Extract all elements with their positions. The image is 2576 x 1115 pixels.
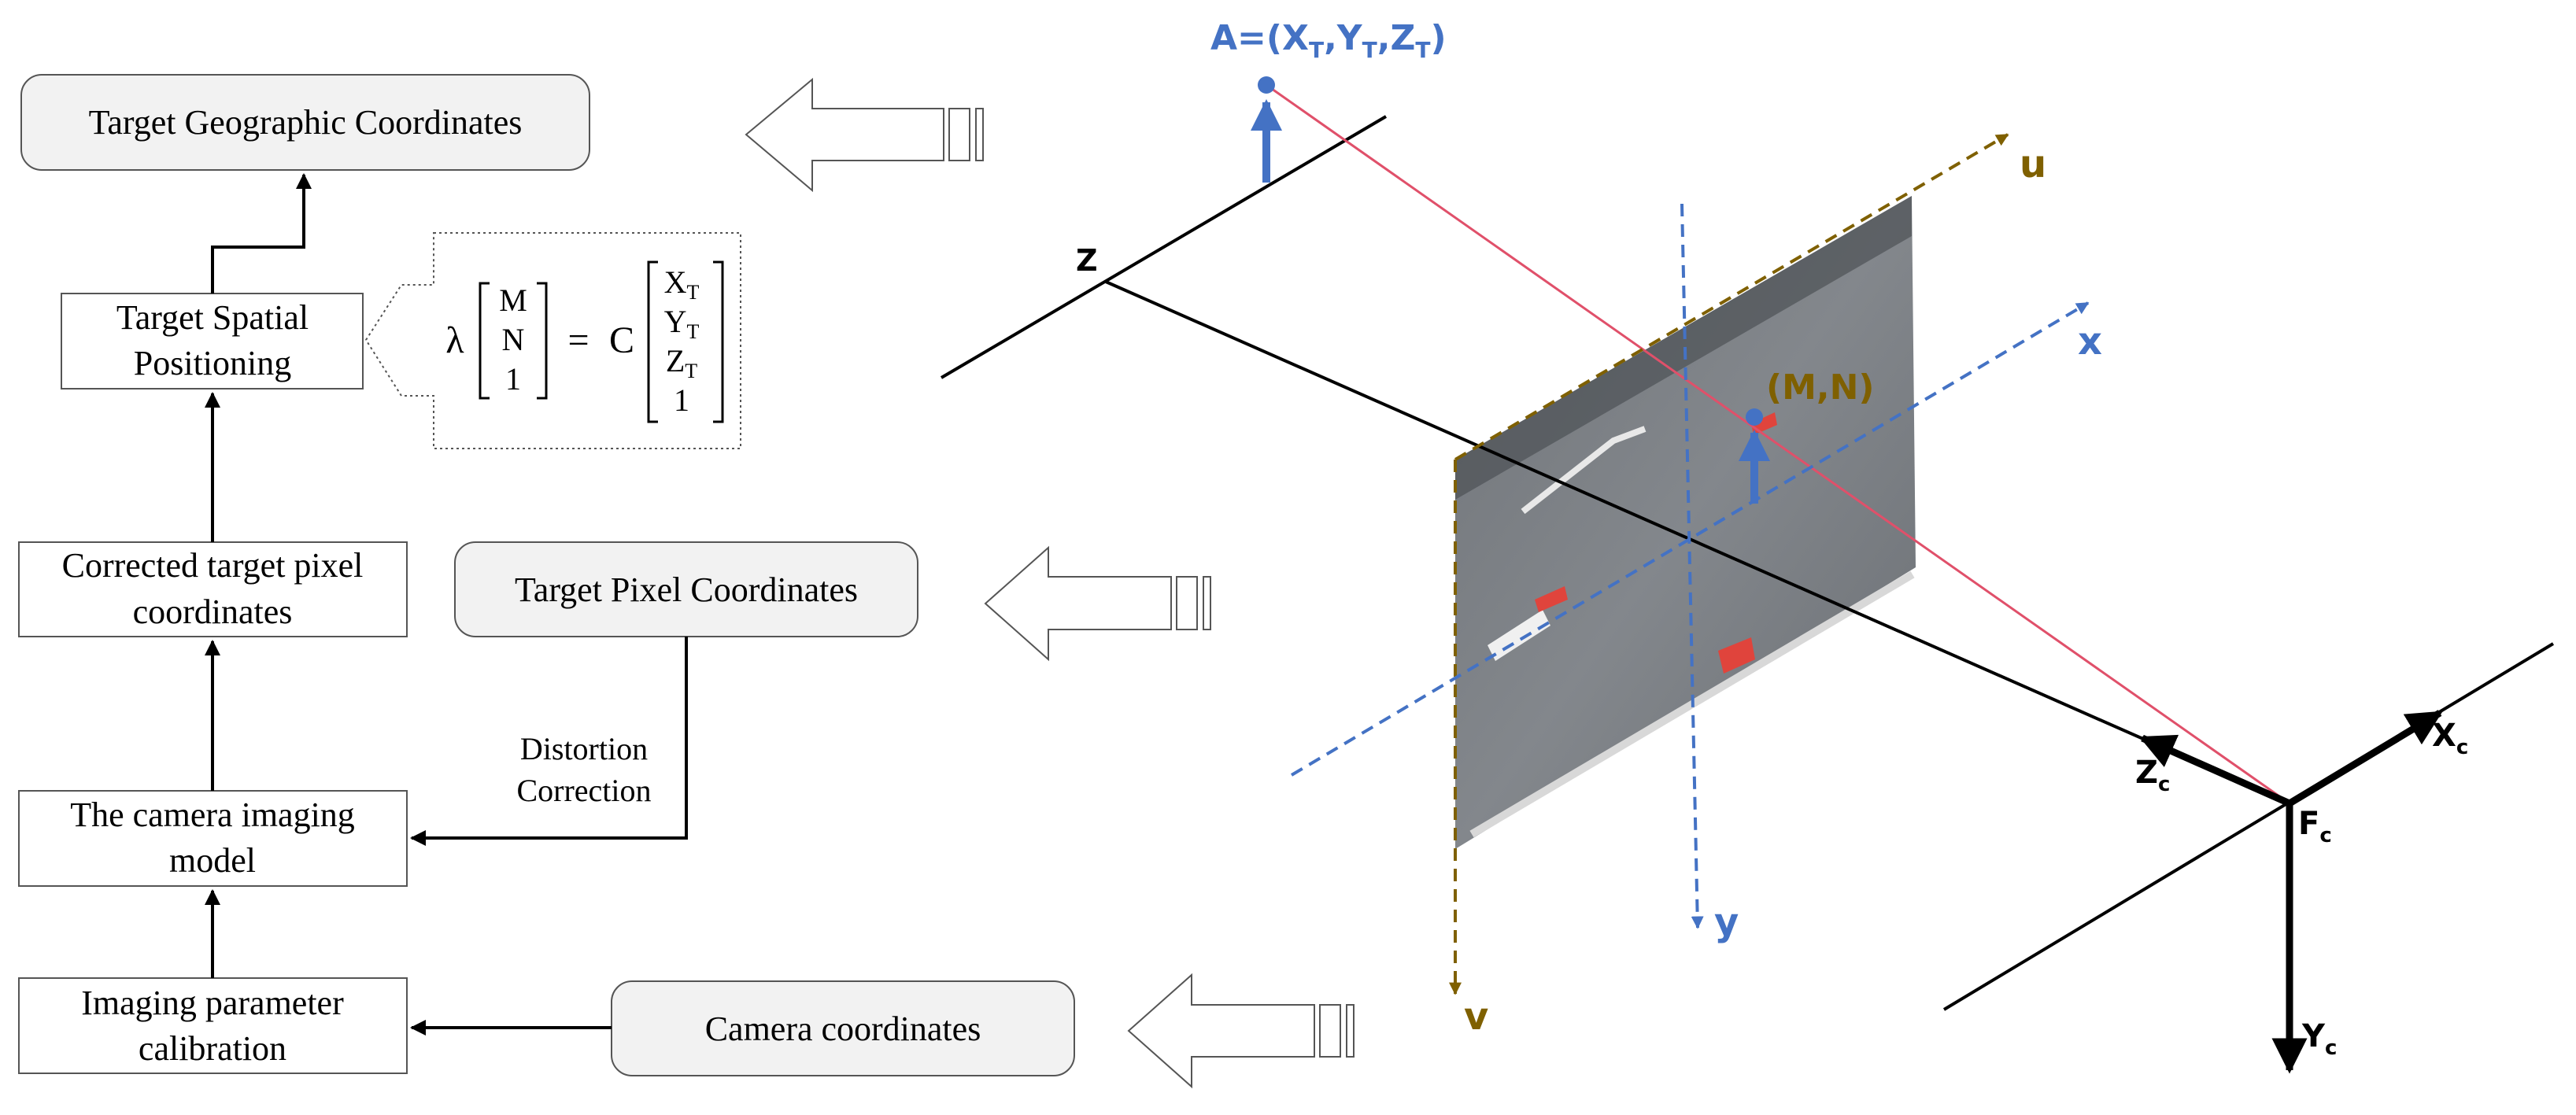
equation-lhs-bracket-left bbox=[479, 282, 490, 400]
equation-lhs-bracket-right bbox=[537, 282, 548, 400]
camera-coordinates-box: Camera coordinates bbox=[611, 980, 1075, 1076]
point-a-dot bbox=[1258, 76, 1275, 94]
hollow-arrow-camera bbox=[1127, 973, 1355, 1089]
camera-box-label: Camera coordinates bbox=[705, 1010, 981, 1048]
x-axis bbox=[1290, 301, 2090, 777]
arrow-spatial-to-geographic bbox=[211, 173, 312, 294]
equation-rhs-bracket-left bbox=[647, 260, 658, 423]
flow-arrows bbox=[205, 173, 688, 1036]
calibration-box: Imaging parameter calibration bbox=[18, 977, 408, 1074]
hollow-arrow-pixel bbox=[984, 545, 1211, 662]
geographic-coordinates-box: Target Geographic Coordinates bbox=[20, 74, 590, 171]
equation-lhs-m: M bbox=[499, 282, 527, 318]
image-plane-target-marker-1 bbox=[1718, 637, 1755, 674]
point-mn-dot bbox=[1746, 408, 1763, 426]
equation-equals: = bbox=[567, 319, 589, 361]
distortion-label-line2: Correction bbox=[516, 773, 651, 808]
corrected-box-line1: Corrected target pixel bbox=[62, 546, 364, 585]
point-a-label: A=(XT,YT,ZT) bbox=[1210, 18, 1447, 63]
corrected-pixel-box: Corrected target pixel coordinates bbox=[18, 541, 408, 637]
hollow-arrows bbox=[745, 77, 1355, 1089]
equation-c: C bbox=[609, 319, 634, 361]
hollow-arrow-geographic bbox=[745, 77, 984, 193]
zc-axis-arrow bbox=[2138, 734, 2291, 807]
world-plane-line bbox=[940, 115, 1388, 379]
yc-axis-label: Yc bbox=[2301, 1018, 2337, 1060]
arrow-pixel-to-model bbox=[410, 637, 688, 846]
pixel-box-label: Target Pixel Coordinates bbox=[515, 570, 858, 609]
spatial-box-line1: Target Spatial bbox=[116, 298, 309, 337]
u-axis bbox=[1454, 133, 2009, 461]
projection-ray bbox=[1266, 83, 2290, 805]
xc-axis-arrow bbox=[2287, 710, 2443, 807]
equation-rhs-one: 1 bbox=[674, 382, 689, 418]
image-plane-road-marking bbox=[1521, 426, 1646, 515]
equation-callout: λ M N 1 = C XT YT ZT 1 bbox=[364, 232, 741, 449]
target-pixel-box: Target Pixel Coordinates bbox=[454, 541, 918, 637]
image-plane bbox=[1455, 196, 1916, 849]
equation-lhs-one: 1 bbox=[505, 361, 521, 397]
calibration-line1: Imaging parameter bbox=[81, 984, 344, 1022]
y-axis-label: y bbox=[1714, 900, 1739, 944]
imaging-model-box: The camera imaging model bbox=[18, 790, 408, 887]
v-axis-label: v bbox=[1464, 995, 1488, 1039]
equation-rhs-xt: XT bbox=[664, 264, 700, 304]
u-axis-label: u bbox=[2020, 142, 2046, 186]
y-axis bbox=[1680, 203, 1704, 929]
calibration-line2: calibration bbox=[139, 1029, 286, 1068]
x-axis-label: x bbox=[2078, 319, 2102, 364]
mn-point-label: (M,N) bbox=[1766, 367, 1875, 408]
equation-callout-frame bbox=[364, 232, 741, 449]
equation-rhs-bracket-right bbox=[713, 260, 724, 423]
spatial-positioning-box: Target Spatial Positioning bbox=[61, 293, 364, 390]
geographic-box-label: Target Geographic Coordinates bbox=[89, 103, 523, 142]
xc-axis-label: Xc bbox=[2432, 718, 2468, 759]
flowchart: Target Geographic Coordinates Target Spa… bbox=[18, 74, 1355, 1089]
camera-plane-line bbox=[1942, 642, 2555, 1011]
image-plane-target-marker-2 bbox=[1535, 586, 1568, 612]
optical-axis-line bbox=[1105, 280, 2290, 805]
distortion-label-line1: Distortion bbox=[520, 731, 648, 766]
imaging-model-line2: model bbox=[169, 841, 256, 880]
equation-lambda: λ bbox=[445, 319, 464, 361]
zc-axis-label: Zc bbox=[2135, 755, 2170, 796]
fc-origin-label: Fc bbox=[2298, 806, 2332, 847]
z-point-label: Z bbox=[1076, 243, 1098, 278]
corrected-box-line2: coordinates bbox=[133, 593, 293, 631]
spatial-box-line2: Positioning bbox=[134, 344, 292, 382]
image-plane-photo bbox=[1455, 196, 1916, 849]
camera-geometry: A=(XT,YT,ZT) Z (M,N) u v x y Zc Xc Yc Fc bbox=[940, 18, 2555, 1074]
equation-rhs-zt: ZT bbox=[666, 343, 697, 382]
imaging-model-line1: The camera imaging bbox=[70, 796, 355, 834]
equation-lhs-n: N bbox=[502, 322, 525, 357]
equation-rhs-yt: YT bbox=[664, 304, 700, 343]
